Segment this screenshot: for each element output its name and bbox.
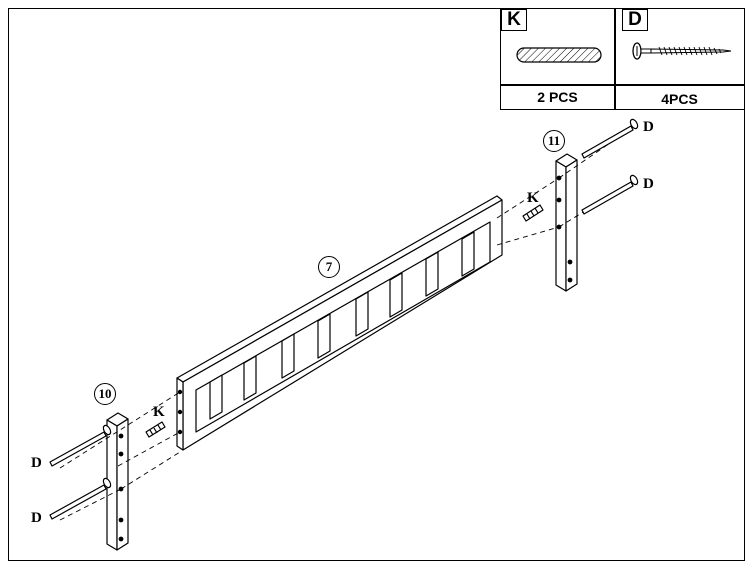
right-post bbox=[555, 153, 578, 292]
rail-panel bbox=[176, 195, 503, 451]
part-k-letter: K bbox=[501, 9, 527, 31]
part-11-callout: 11 bbox=[543, 130, 565, 152]
screw-left-bottom bbox=[49, 477, 112, 520]
part-d-letter: D bbox=[622, 9, 648, 31]
screw-label-right-bottom: D bbox=[643, 176, 654, 192]
parts-table: K D bbox=[500, 8, 745, 110]
screw-label-left-top: D bbox=[31, 455, 42, 471]
screw-left-top bbox=[49, 424, 112, 467]
dowel-left bbox=[145, 421, 166, 438]
screw-icon bbox=[632, 42, 732, 60]
left-post bbox=[106, 412, 129, 551]
part-d-quantity: 4PCS bbox=[661, 91, 698, 107]
diagram-border bbox=[8, 8, 745, 561]
part-k-quantity: 2 PCS bbox=[537, 89, 578, 105]
part-7-callout: 7 bbox=[318, 256, 340, 278]
screw-right-bottom bbox=[581, 174, 639, 215]
screw-right-top bbox=[581, 118, 639, 159]
table-divider-vertical bbox=[614, 9, 616, 109]
dowel-label-left: K bbox=[153, 404, 165, 420]
dowel-label-right: K bbox=[527, 190, 539, 206]
part-10-callout: 10 bbox=[94, 383, 116, 405]
rail-slats bbox=[209, 231, 475, 420]
screw-label-right-top: D bbox=[643, 119, 654, 135]
table-divider-horizontal bbox=[501, 84, 744, 86]
dowel-icon bbox=[516, 47, 602, 63]
dowel-right bbox=[522, 204, 544, 222]
screw-label-left-bottom: D bbox=[31, 510, 42, 526]
